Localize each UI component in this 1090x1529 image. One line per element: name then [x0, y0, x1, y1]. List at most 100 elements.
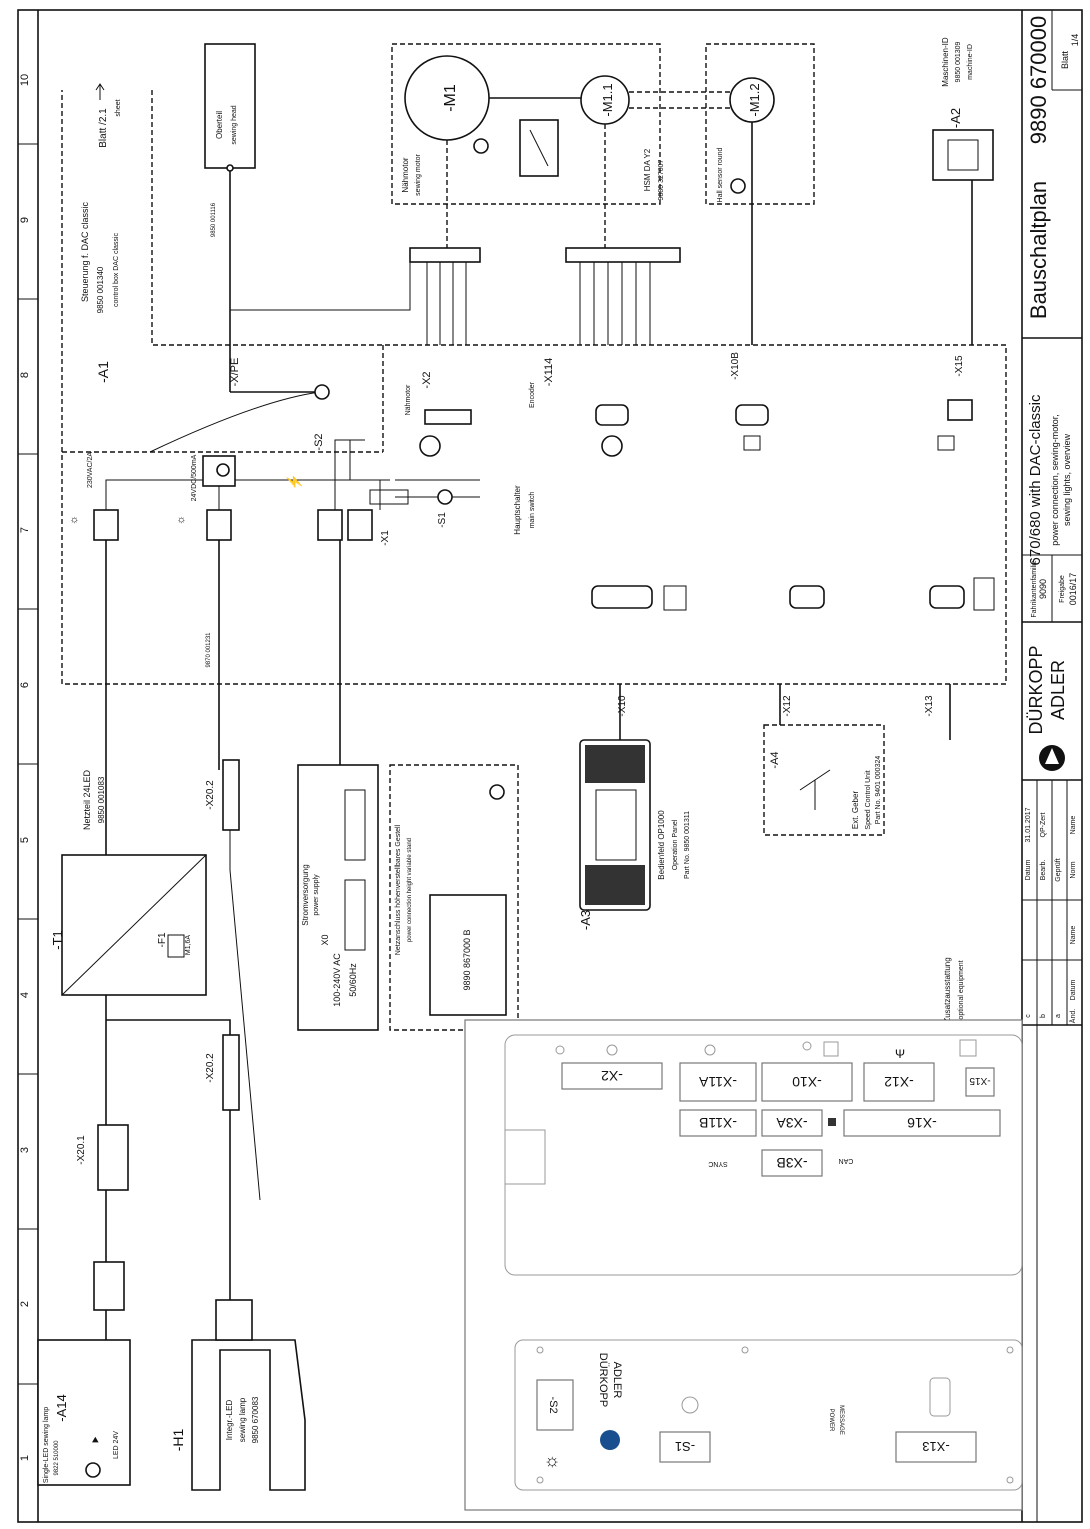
back-x2-label: -X2: [601, 1068, 623, 1084]
front-panel: -S2 ☼ DÜRKOPP ADLER -S1 POWER MESSAGE -X…: [514, 1339, 1023, 1491]
front-x13-label: -X13: [922, 1439, 949, 1454]
integrated-led-h1: -H1 Integr.-LED sewing lamp 9850 670083: [170, 1299, 306, 1491]
bedienfeld-label: Bedienfeld OP1000: [657, 810, 666, 880]
front-s1-button[interactable]: [659, 1431, 711, 1463]
x10b-port-icon: [743, 435, 761, 451]
grid-number-5: 5: [19, 837, 31, 843]
grid-index: 1 2 3 4 5 6 7 8 9 10: [18, 74, 38, 1461]
fuse-f1-icon: [167, 934, 185, 958]
hall-label: Hall sensor round: [717, 147, 724, 202]
front-x13-port[interactable]: [895, 1431, 977, 1463]
back-x16-port[interactable]: [843, 1109, 1001, 1137]
h1-part-label: 9850 670083: [251, 1396, 260, 1443]
back-x12-label: -X12: [884, 1074, 914, 1090]
plan-number: 9890 670000: [1026, 16, 1051, 144]
lamp-icon-24: ☼: [175, 515, 187, 525]
control-box-a1: -A1 Steuerung f. DAC classic 9850 001340…: [61, 83, 1007, 685]
ground-icon-motor: [473, 138, 489, 154]
strom-label: Stromversorgung: [301, 864, 310, 925]
rev-footer-name: Name: [1070, 926, 1077, 945]
netzteil-label: Netzteil 24LED: [82, 769, 92, 830]
front-brand-bottom: ADLER: [611, 1362, 623, 1399]
family-value: 9090: [1038, 579, 1048, 599]
main-switch-label: main switch: [529, 492, 536, 529]
led24-label: LED 24V: [113, 1431, 120, 1459]
connector-x1-right: [347, 509, 373, 541]
front-s2-button[interactable]: [536, 1379, 574, 1431]
lightning-icon: ⚡: [286, 473, 303, 490]
label-s1: -S1: [437, 512, 448, 528]
label-m11: -M1.1: [600, 83, 615, 116]
machine-id-en: machine-ID: [967, 44, 974, 80]
front-logo-icon: [600, 1430, 620, 1450]
single-led-label: Single-LED sewing lamp: [43, 1407, 50, 1483]
naehmotor-x2-label: Nähmotor: [405, 384, 412, 415]
back-x10-port[interactable]: [761, 1062, 853, 1102]
connector-x10: -X10: [591, 585, 687, 740]
rev-key-3: Geprüft: [1055, 858, 1062, 881]
single-led-lamp-a14: -A14 Single-LED sewing lamp 9822 510000 …: [37, 1339, 131, 1486]
rev-footer-aend: Änd.: [1069, 1009, 1077, 1023]
grid-number-1: 1: [19, 1455, 31, 1461]
label-x12: -X12: [782, 695, 793, 717]
connector-x20-2-upper: -X20.2 9870 001231: [205, 632, 261, 1201]
back-x3a-label: -X3A: [776, 1115, 808, 1131]
sewing-lamp-label: sewing lamp: [238, 1397, 247, 1442]
power-supply-label: power supply: [313, 874, 320, 916]
connector-x1-left: [317, 509, 343, 541]
sewing-head-label: sewing head: [231, 105, 238, 144]
connector-x15: -X15: [937, 355, 973, 451]
hsm-part: 9880 327007: [658, 159, 665, 200]
x2-plug-icon: [424, 409, 472, 425]
label-h1: -H1: [170, 1429, 186, 1452]
label-a2: -A2: [948, 108, 963, 128]
front-message-label: MESSAGE: [838, 1405, 844, 1435]
encoder-e-icon: [601, 435, 623, 457]
front-power-label: POWER: [828, 1409, 834, 1432]
sheet-label: Blatt: [1060, 50, 1070, 69]
back-x15-port[interactable]: [965, 1067, 995, 1097]
ground-icon-pe: [314, 384, 330, 400]
drawing-description-line2: power connection, sewing-motor,: [1050, 414, 1060, 546]
operation-panel-a3: -A3 Bedienfeld OP1000 Operation Panel Pa…: [578, 739, 691, 930]
ground-icon-s1: [437, 489, 453, 505]
front-s2-label: -S2: [547, 1396, 559, 1413]
grid-number-9: 9: [19, 217, 31, 223]
connector-x13: -X13: [924, 577, 995, 740]
back-x12-port[interactable]: [863, 1062, 935, 1102]
freq-label: 50/60Hz: [348, 963, 358, 997]
grid-number-2: 2: [19, 1301, 31, 1307]
connector-24v: [206, 509, 232, 541]
label-x15: -X15: [954, 355, 965, 377]
x0-terminal-upper: [344, 789, 366, 861]
back-panel: -X2 -X11A -X11B -X10 -X3A -X3B -X12 -X16…: [504, 1034, 1023, 1276]
back-x2-port[interactable]: [561, 1062, 663, 1090]
back-x11a-port[interactable]: [679, 1062, 757, 1102]
speed-ctrl-label: Speed Control Unit: [865, 770, 872, 829]
stand-power-connection: Netzanschluss höhenverstellbares Gestell…: [389, 764, 519, 1031]
can-label: CAN: [839, 1157, 854, 1164]
label-m12: -M1.2: [747, 83, 762, 116]
a4-part-label: Part No. 9401 000324: [875, 756, 882, 825]
x114-dsub-icon: [595, 404, 629, 426]
x0-terminal-lower: [344, 879, 366, 951]
motor-connector-x2: -X2 Nähmotor: [405, 140, 481, 457]
led-psu-t1: -T1 Netzteil 24LED 9850 001083 -F1 M1,6A: [50, 769, 231, 1190]
back-encoder-icon: [704, 1044, 716, 1056]
blatt-ref: Blatt /2.1: [98, 108, 109, 148]
back-x3b-port[interactable]: [761, 1149, 823, 1177]
label-t1: -T1: [50, 930, 65, 950]
connector-x12: -X12: [779, 585, 825, 725]
sewing-head-block: Oberteil sewing head 9850 001116 -X/PE: [149, 43, 411, 453]
back-x11b-port[interactable]: [679, 1109, 757, 1137]
netzan-en: power connection height variable stand: [407, 838, 413, 942]
naehmotor-label: Nähmotor: [401, 157, 410, 192]
sync-label: SYNC: [708, 1160, 727, 1167]
front-s1-label: -S1: [675, 1439, 695, 1454]
back-x3b-label: -X3B: [776, 1155, 807, 1171]
grid-number-7: 7: [19, 527, 31, 533]
volt-230: 230VAC/2A: [87, 452, 94, 488]
back-x3a-port[interactable]: [761, 1109, 823, 1137]
x15-rj-icon: [947, 399, 973, 421]
zusatz-label: Zusatzausstattung: [943, 957, 952, 1022]
